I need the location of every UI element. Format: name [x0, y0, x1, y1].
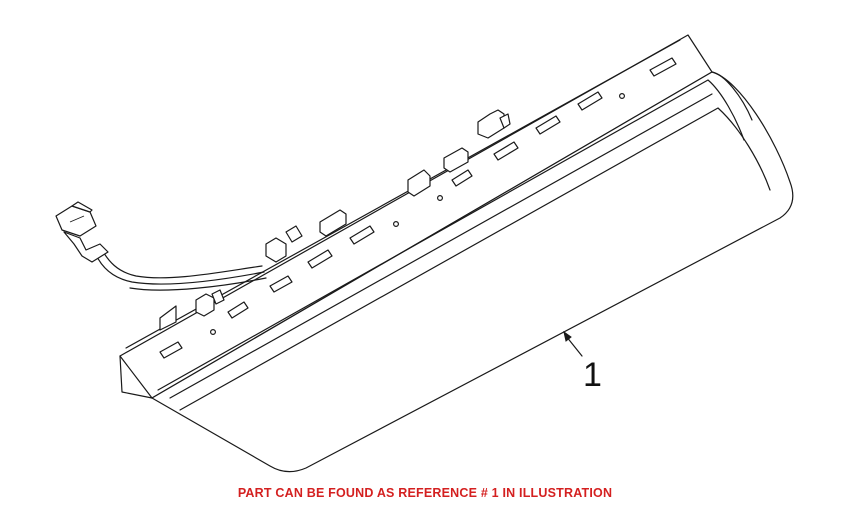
callout-number: 1: [583, 356, 602, 394]
lamp-lens: [151, 71, 794, 473]
mounting-clips: [159, 109, 511, 331]
mounting-holes: [210, 92, 625, 336]
reference-caption: PART CAN BE FOUND AS REFERENCE # 1 IN IL…: [237, 486, 613, 500]
housing-slots: [159, 57, 677, 359]
wiring-harness: [93, 245, 267, 291]
callout-arrowhead: [563, 330, 572, 342]
callout: 1: [563, 330, 602, 394]
wire-connector: [55, 201, 109, 263]
